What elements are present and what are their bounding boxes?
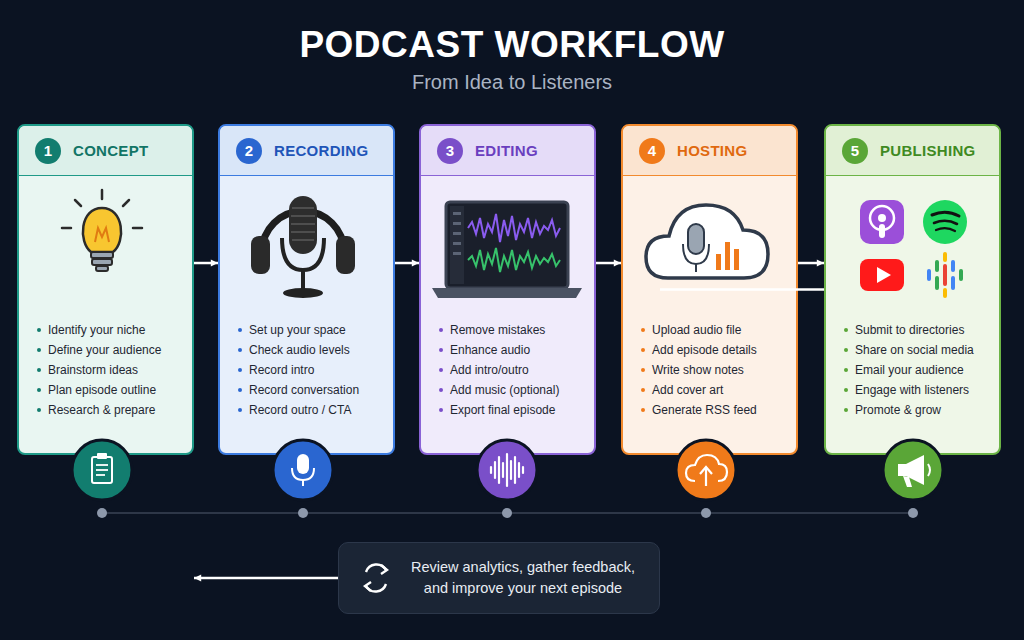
feedback-text: Review analytics, gather feedback, and i… bbox=[399, 557, 647, 599]
connector-line bbox=[395, 262, 419, 265]
badge-upload-part bbox=[700, 467, 712, 474]
step-number: 3 bbox=[437, 138, 463, 164]
connector-line bbox=[798, 262, 824, 265]
badge-megaphone-part bbox=[903, 476, 912, 487]
task-item: Add intro/outro bbox=[439, 360, 590, 380]
badge-waveform-part-part bbox=[522, 467, 524, 473]
badge-mic-part bbox=[302, 480, 304, 486]
timeline-part bbox=[701, 508, 711, 518]
task-item: Plan episode outline bbox=[37, 380, 188, 400]
timeline-part bbox=[298, 508, 308, 518]
task-list: Set up your spaceCheck audio levelsRecor… bbox=[238, 320, 389, 420]
card-header: 3 EDITING bbox=[421, 126, 594, 176]
badge-megaphone-part bbox=[898, 455, 924, 485]
step-number: 5 bbox=[842, 138, 868, 164]
badge-waveform-part-part bbox=[494, 462, 496, 478]
badge-waveform-part bbox=[491, 454, 523, 486]
badge-mic-part bbox=[297, 454, 309, 474]
badge-upload-part bbox=[686, 455, 727, 481]
task-item: Add cover art bbox=[641, 380, 792, 400]
diagram-title: PODCAST WORKFLOW bbox=[0, 24, 1024, 66]
stage-card: 3EDITINGRemove mistakesEnhance audioAdd … bbox=[419, 124, 596, 455]
task-item: Add episode details bbox=[641, 340, 792, 360]
task-item: Record conversation bbox=[238, 380, 389, 400]
feedback-note: Review analytics, gather feedback, and i… bbox=[338, 542, 660, 614]
badge-waveform-part-part bbox=[498, 457, 500, 483]
stage-card: 5 PUBLISHING Submit to directoriesShare on… bbox=[824, 124, 1001, 455]
step-heading: RECORDING bbox=[274, 142, 368, 159]
timeline-part bbox=[97, 508, 107, 518]
badge-clipboard-part-part bbox=[96, 464, 108, 466]
task-item: Export final episode bbox=[439, 400, 590, 420]
task-item: Enhance audio bbox=[439, 340, 590, 360]
task-item: Email your audience bbox=[844, 360, 995, 380]
stage-card: 4 HOSTING Upload audio fileAdd episode det… bbox=[621, 124, 798, 455]
flow-arrow bbox=[194, 578, 338, 579]
step-heading: EDITING bbox=[475, 142, 538, 159]
task-item: Upload audio file bbox=[641, 320, 792, 340]
task-list: Upload audio fileAdd episode detailsWrit… bbox=[641, 320, 792, 420]
badge-megaphone-part bbox=[928, 464, 930, 476]
badge-mic-part bbox=[292, 468, 314, 480]
step-heading: CONCEPT bbox=[73, 142, 148, 159]
task-item: Check audio levels bbox=[238, 340, 389, 360]
card-header: 1 CONCEPT bbox=[19, 126, 192, 176]
task-item: Research & prepare bbox=[37, 400, 188, 420]
task-item: Record intro bbox=[238, 360, 389, 380]
stage-card: 2 RECORDING Set up your spaceCheck audio l… bbox=[218, 124, 395, 455]
step-heading: HOSTING bbox=[677, 142, 747, 159]
flow-arrow bbox=[596, 263, 621, 264]
flow-arrow bbox=[798, 263, 824, 264]
task-item: Add music (optional) bbox=[439, 380, 590, 400]
step-heading: PUBLISHING bbox=[880, 142, 976, 159]
task-item: Remove mistakes bbox=[439, 320, 590, 340]
connector-line bbox=[194, 577, 338, 580]
stage-card: 1 CONCEPT Identify your nicheDefine your a… bbox=[17, 124, 194, 455]
task-item: Set up your space bbox=[238, 320, 389, 340]
task-item: Write show notes bbox=[641, 360, 792, 380]
card-header: 4 HOSTING bbox=[623, 126, 796, 176]
step-number: 4 bbox=[639, 138, 665, 164]
task-item: Define your audience bbox=[37, 340, 188, 360]
timeline-part bbox=[502, 508, 512, 518]
badge-clipboard-part-part bbox=[96, 474, 105, 476]
timeline bbox=[97, 508, 918, 518]
card-header: 2 RECORDING bbox=[220, 126, 393, 176]
task-item: Share on social media bbox=[844, 340, 995, 360]
connector-line bbox=[194, 262, 218, 265]
timeline-part bbox=[102, 512, 913, 514]
task-item: Engage with listeners bbox=[844, 380, 995, 400]
badge-waveform-part-part bbox=[518, 463, 520, 477]
task-item: Submit to directories bbox=[844, 320, 995, 340]
badge-clipboard-part-part bbox=[96, 469, 108, 471]
badge-upload-part bbox=[705, 468, 707, 486]
badge-waveform-part-part bbox=[514, 457, 516, 483]
task-item: Generate RSS feed bbox=[641, 400, 792, 420]
connector-line bbox=[596, 262, 621, 265]
task-item: Record outro / CTA bbox=[238, 400, 389, 420]
badge-waveform-part-part bbox=[510, 461, 512, 479]
badge-clipboard-part bbox=[96, 465, 108, 475]
task-item: Brainstorm ideas bbox=[37, 360, 188, 380]
subtitle: From Idea to Listeners bbox=[0, 71, 1024, 94]
badge-waveform-part-part bbox=[502, 463, 504, 477]
flow-arrow bbox=[395, 263, 419, 264]
task-item: Identify your niche bbox=[37, 320, 188, 340]
task-list: Submit to directoriesShare on social med… bbox=[844, 320, 995, 420]
task-list: Remove mistakesEnhance audioAdd intro/ou… bbox=[439, 320, 590, 420]
card-header: 5 PUBLISHING bbox=[826, 126, 999, 176]
badge-clipboard-part bbox=[92, 457, 112, 483]
timeline-part bbox=[908, 508, 918, 518]
step-number: 1 bbox=[35, 138, 61, 164]
flow-arrow bbox=[194, 263, 218, 264]
step-number: 2 bbox=[236, 138, 262, 164]
badge-waveform-part-part bbox=[506, 454, 508, 486]
task-item: Promote & grow bbox=[844, 400, 995, 420]
task-list: Identify your nicheDefine your audienceB… bbox=[37, 320, 188, 420]
badge-waveform-part-part bbox=[490, 467, 492, 473]
